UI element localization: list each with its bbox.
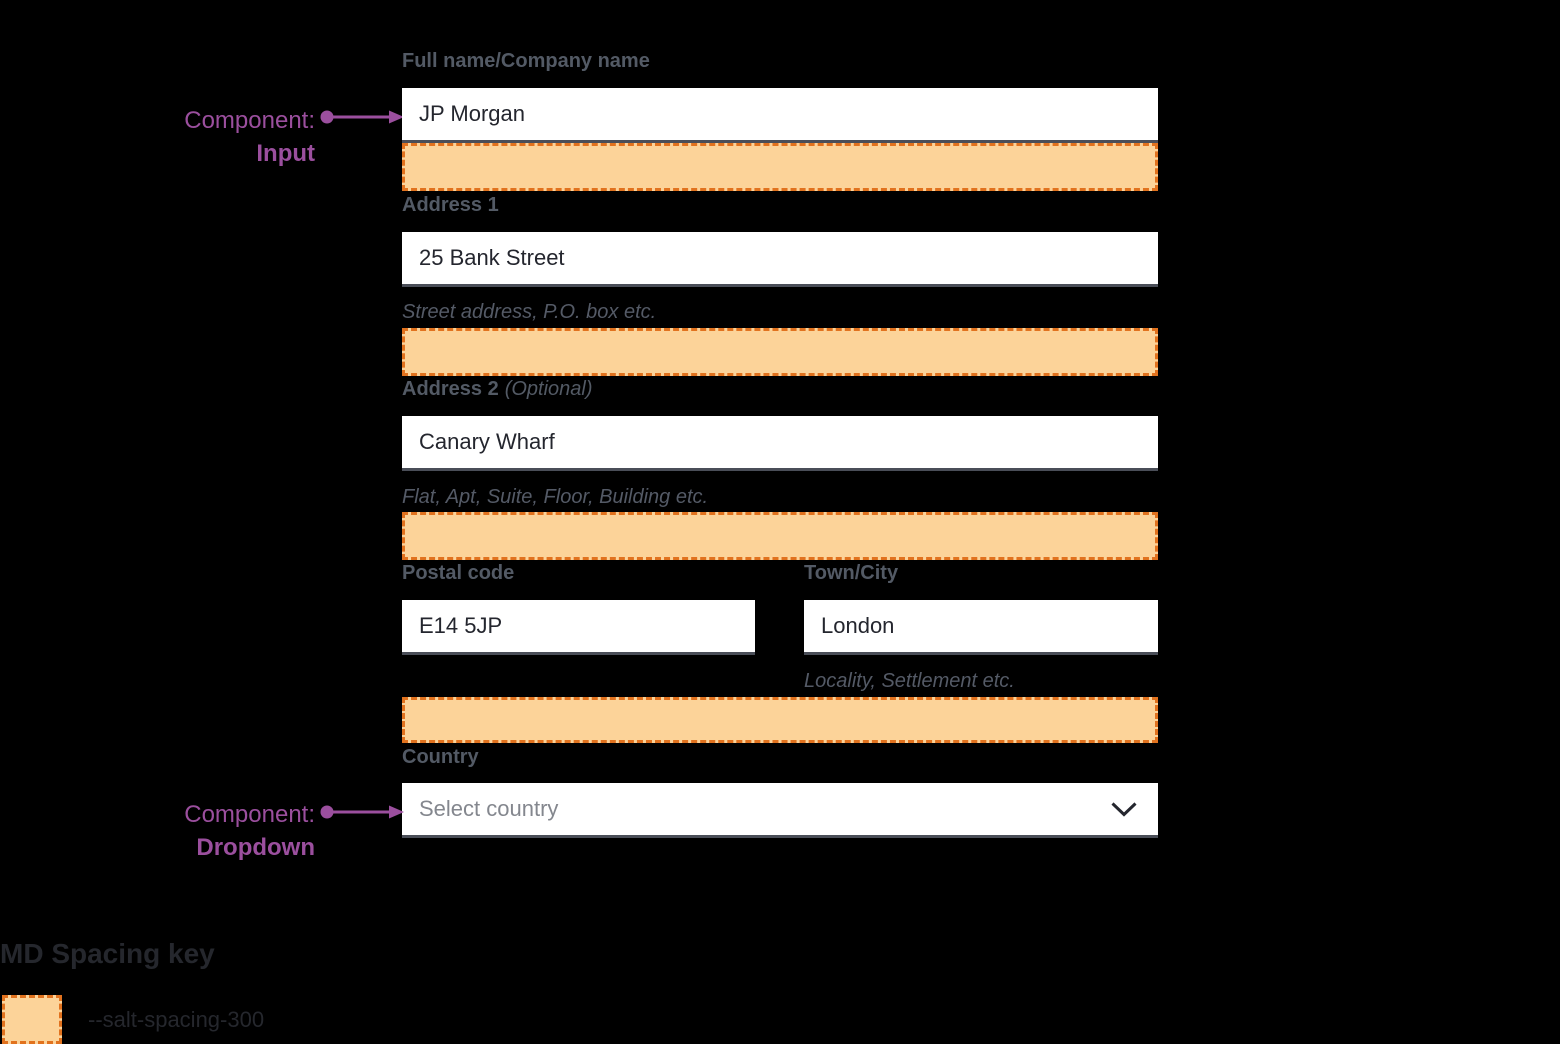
full-name-input[interactable] [402,88,1158,143]
town-city-label: Town/City [804,562,899,584]
spacing-key-swatch [2,995,62,1044]
arrow-right-icon [320,805,404,819]
address2-label-optional: (Optional) [504,378,593,400]
postal-code-label: Postal code [402,562,515,584]
address2-helper: Flat, Apt, Suite, Floor, Building etc. [402,486,709,508]
spacing-block-300 [402,512,1158,560]
chevron-down-icon [1111,801,1137,817]
annotation-component-dropdown: Component: Dropdown [100,798,315,864]
spacing-block-300 [402,143,1158,191]
annotation-component-name: Dropdown [196,834,315,861]
annotation-component-name: Input [256,140,315,167]
full-name-label: Full name/Company name [402,50,650,72]
address2-label: Address 2(Optional) [402,378,593,401]
spacing-block-300 [402,697,1158,743]
address1-input[interactable] [402,232,1158,287]
town-city-helper: Locality, Settlement etc. [804,670,1015,692]
spacing-block-300 [402,328,1158,376]
address2-label-text: Address 2 [402,378,499,400]
annotation-prefix: Component: [184,107,315,134]
town-city-input[interactable] [804,600,1158,655]
annotation-prefix: Component: [184,801,315,828]
address1-helper: Street address, P.O. box etc. [402,301,657,323]
spacing-key-title: MD Spacing key [0,938,215,969]
address1-label: Address 1 [402,194,499,216]
postal-code-input[interactable] [402,600,755,655]
annotation-component-input: Component: Input [100,104,315,170]
arrow-right-icon [320,110,404,124]
country-label: Country [402,746,479,768]
address2-input[interactable] [402,416,1158,471]
spacing-key-token-label: --salt-spacing-300 [88,1007,265,1032]
country-dropdown-placeholder: Select country [419,796,559,821]
country-dropdown[interactable]: Select country [402,783,1158,838]
